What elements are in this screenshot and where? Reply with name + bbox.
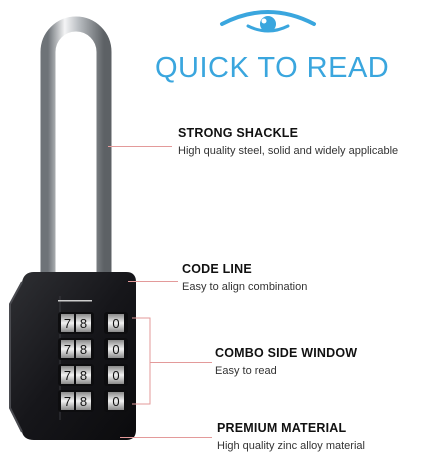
svg-text:7: 7 (64, 316, 71, 331)
feature-code-line: CODE LINE Easy to align combination (182, 262, 307, 293)
feature-strong-shackle: STRONG SHACKLE High quality steel, solid… (178, 126, 398, 157)
connector-line (150, 362, 212, 363)
feature-premium-material: PREMIUM MATERIAL High quality zinc alloy… (217, 421, 365, 452)
svg-text:8: 8 (80, 394, 87, 409)
svg-text:0: 0 (112, 394, 119, 409)
svg-text:0: 0 (112, 368, 119, 383)
feature-title: STRONG SHACKLE (178, 126, 299, 140)
connector-line (128, 281, 178, 282)
eye-icon (220, 10, 316, 33)
dial-row: 7 8 0 (58, 390, 128, 412)
svg-text:0: 0 (112, 316, 119, 331)
svg-text:7: 7 (64, 368, 71, 383)
feature-description: Easy to read (215, 365, 277, 377)
headline: QUICK TO READ (155, 52, 390, 84)
svg-text:7: 7 (64, 342, 71, 357)
shackle (40, 16, 112, 272)
connector-line (120, 437, 212, 438)
dial-row: 7 8 0 (58, 312, 128, 334)
svg-text:7: 7 (64, 394, 71, 409)
side-window-bracket (132, 317, 151, 405)
feature-combo-side-window: COMBO SIDE WINDOW Easy to read (215, 346, 357, 377)
feature-description: High quality zinc alloy material (217, 440, 365, 452)
svg-text:0: 0 (112, 342, 119, 357)
feature-title: PREMIUM MATERIAL (217, 421, 347, 435)
code-line (58, 300, 92, 302)
feature-title: CODE LINE (182, 262, 252, 276)
feature-description: Easy to align combination (182, 281, 308, 293)
svg-text:8: 8 (80, 368, 87, 383)
feature-title: COMBO SIDE WINDOW (215, 346, 358, 360)
connector-line (108, 146, 172, 147)
dial-row: 7 8 0 (58, 364, 128, 386)
svg-text:8: 8 (80, 316, 87, 331)
dial-row: 7 8 0 (58, 338, 128, 360)
feature-description: High quality steel, solid and widely app… (178, 145, 399, 157)
svg-text:8: 8 (80, 342, 87, 357)
